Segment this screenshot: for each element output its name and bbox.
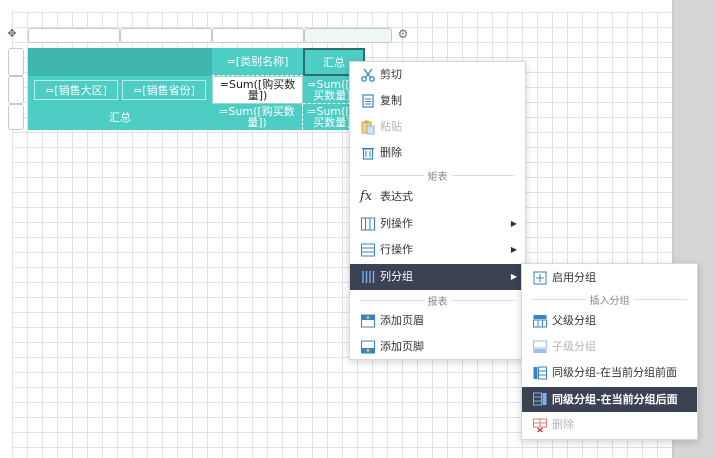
submenu-item-sibling-before[interactable]: 同级分组-在当前分组前面 <box>522 361 697 385</box>
column-header-handle[interactable] <box>304 28 392 43</box>
rows-icon <box>361 243 375 257</box>
canvas-top-margin <box>0 0 672 12</box>
submenu-arrow-icon: ▶ <box>510 272 517 281</box>
parent-group-icon <box>533 315 547 328</box>
menu-item-label: 删除 <box>552 418 574 431</box>
menu-item-paste[interactable]: 粘贴 <box>350 115 525 139</box>
page-header-icon <box>361 314 375 328</box>
column-group-cell[interactable]: =[类别名称] <box>212 48 303 76</box>
menu-item-label: 剪切 <box>380 68 402 81</box>
menu-item-label: 列分组 <box>380 270 413 283</box>
row-group-province-cell[interactable]: =[销售省份] <box>122 80 206 100</box>
menu-item-label: 同级分组-在当前分组前面 <box>552 366 677 379</box>
row-header-handle[interactable] <box>8 48 24 76</box>
page-footer-icon <box>361 340 375 354</box>
menu-item-label: 父级分组 <box>552 314 596 327</box>
column-group-submenu: 启用分组 插入分组 父级分组 子级分组 同级分组-在当前分组前面 同级分组-在当… <box>521 263 698 440</box>
submenu-item-child-group[interactable]: 子级分组 <box>522 335 697 359</box>
row-total-cell[interactable]: 汇总 <box>28 104 212 130</box>
section-label: 矩表 <box>427 171 448 183</box>
menu-item-label: 表达式 <box>380 190 413 203</box>
submenu-item-enable-group[interactable]: 启用分组 <box>522 266 697 290</box>
column-header-handle[interactable] <box>28 28 120 43</box>
row-header-handle[interactable] <box>8 76 24 104</box>
menu-section-report: 报表 <box>360 294 515 308</box>
menu-item-label: 添加页脚 <box>380 340 424 353</box>
section-label: 报表 <box>427 296 448 308</box>
menu-item-column-group[interactable]: 列分组 ▶ <box>350 264 525 290</box>
move-icon[interactable]: ✥ <box>7 27 17 40</box>
menu-item-row-ops[interactable]: 行操作 ▶ <box>350 238 525 262</box>
menu-item-add-header[interactable]: 添加页眉 <box>350 309 525 333</box>
paste-icon <box>361 120 375 135</box>
menu-item-cut[interactable]: 剪切 <box>350 63 525 87</box>
menu-item-column-ops[interactable]: 列操作 ▶ <box>350 212 525 236</box>
context-menu: 剪切 复制 粘贴 删除 矩表 fx 表达式 列操作 ▶ 行操作 ▶ 列分组 ▶ … <box>349 61 526 360</box>
sibling-after-icon <box>533 392 547 406</box>
copy-icon <box>362 94 374 108</box>
delete-group-icon <box>533 418 547 433</box>
column-group-icon <box>362 271 375 283</box>
menu-item-expression[interactable]: fx 表达式 <box>350 185 525 209</box>
row-group-region-cell[interactable]: =[销售大区] <box>34 80 118 100</box>
matrix-corner-cell[interactable] <box>28 48 212 76</box>
gear-icon[interactable]: ⚙ <box>397 27 409 41</box>
menu-item-label: 添加页眉 <box>380 314 424 327</box>
column-header-handle[interactable] <box>120 28 212 43</box>
section-label: 插入分组 <box>589 295 630 307</box>
submenu-arrow-icon: ▶ <box>510 245 517 254</box>
columns-icon <box>361 217 375 231</box>
submenu-section-insert: 插入分组 <box>532 293 687 307</box>
menu-item-label: 同级分组-在当前分组后面 <box>552 393 678 406</box>
menu-item-label: 启用分组 <box>552 271 596 284</box>
menu-section-matrix: 矩表 <box>360 169 515 183</box>
plus-square-icon <box>533 271 547 285</box>
column-header-handle[interactable] <box>212 28 304 43</box>
trash-icon <box>362 147 374 160</box>
child-group-icon <box>533 340 547 353</box>
scissors-icon <box>361 68 375 82</box>
row-group-area: =[销售大区] =[销售省份] <box>28 76 212 104</box>
fx-icon: fx <box>360 189 373 204</box>
menu-item-copy[interactable]: 复制 <box>350 89 525 113</box>
submenu-arrow-icon: ▶ <box>510 219 517 228</box>
menu-item-label: 删除 <box>380 146 402 159</box>
menu-item-delete[interactable]: 删除 <box>350 141 525 165</box>
menu-item-add-footer[interactable]: 添加页脚 <box>350 335 525 359</box>
sum-cell[interactable]: =Sum([购买数量]) <box>212 104 303 130</box>
sibling-before-icon <box>533 366 547 380</box>
submenu-item-delete[interactable]: 删除 <box>522 413 697 437</box>
row-header-handle[interactable] <box>8 104 24 130</box>
menu-item-label: 列操作 <box>380 217 413 230</box>
menu-item-label: 粘贴 <box>380 120 402 133</box>
menu-item-label: 复制 <box>380 94 402 107</box>
submenu-item-sibling-after[interactable]: 同级分组-在当前分组后面 <box>522 387 697 412</box>
submenu-item-parent-group[interactable]: 父级分组 <box>522 309 697 333</box>
menu-item-label: 子级分组 <box>552 340 596 353</box>
menu-item-label: 行操作 <box>380 243 413 256</box>
sum-cell[interactable]: =Sum([购买数量]) <box>212 76 303 104</box>
